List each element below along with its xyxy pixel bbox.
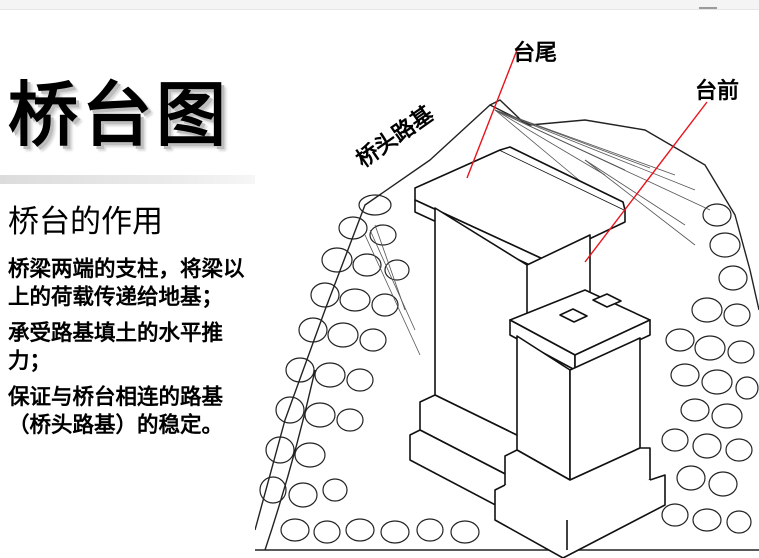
- list-item: 保证与桥台相连的路基（桥头路基）的稳定。: [8, 385, 224, 438]
- abutment-body: [409, 146, 666, 558]
- list-item: 桥梁两端的支柱，将梁以上的荷载传递给地基；: [8, 257, 245, 310]
- label-front: 台前: [695, 78, 739, 104]
- leader-line-front: [584, 101, 708, 263]
- title-underline-bar: [0, 175, 255, 184]
- fill-hatching: [364, 109, 711, 356]
- top-toolbar-strip: [0, 0, 759, 10]
- annotation-lines: [466, 49, 708, 263]
- leader-line-tail: [466, 49, 518, 179]
- list-item: 承受路基填土的水平推力；: [8, 321, 224, 374]
- stone-revetment-left: [259, 194, 480, 544]
- slide-title: 桥台图: [8, 74, 230, 156]
- label-tail: 台尾: [513, 40, 557, 66]
- stone-revetment-right: [661, 203, 759, 534]
- function-list: 桥梁两端的支柱，将梁以上的荷载传递给地基； 承受路基填土的水平推力； 保证与桥台…: [8, 256, 258, 448]
- minimize-icon[interactable]: [699, 0, 717, 9]
- section-heading: 桥台的作用: [8, 204, 163, 240]
- abutment-illustration: 台尾 台前 桥头路基: [255, 40, 759, 558]
